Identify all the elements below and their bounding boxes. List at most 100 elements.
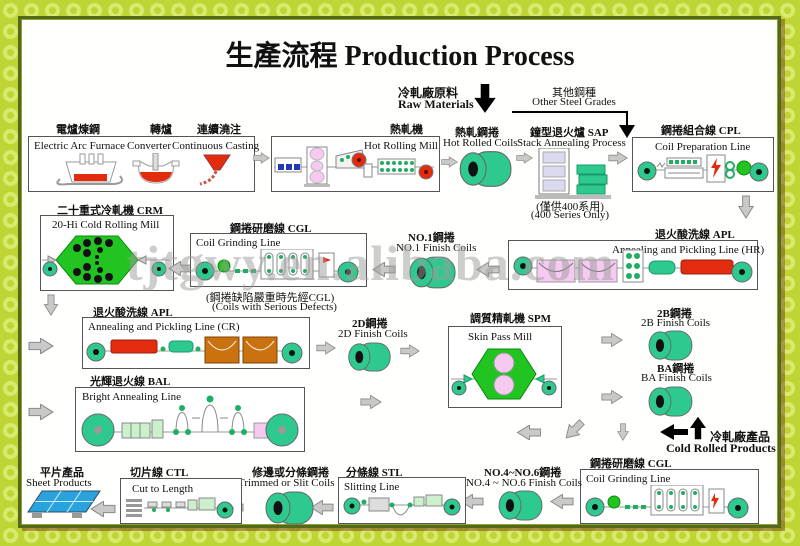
flow-arrow-left-icon xyxy=(90,501,116,517)
flow-arrow-left-icon xyxy=(372,262,396,277)
stl-box xyxy=(338,477,466,524)
cgl1-machines-icon xyxy=(193,248,363,283)
spm-label-zh: 調質精軋機 SPM xyxy=(470,313,551,325)
stl-machines-icon xyxy=(342,493,462,521)
converter-label-zh: 轉爐 xyxy=(150,124,172,136)
other-grades-arrowhead-icon xyxy=(619,125,635,138)
ba-coils-label-en: BA Finish Coils xyxy=(641,372,712,384)
flow-arrow-down-icon xyxy=(40,293,62,317)
watermark: tjtgwy.en.alibaba.com xyxy=(126,235,616,291)
apl-hr-label-en: Annealing and Pickling Line (HR) xyxy=(612,244,765,256)
bal-machines-icon xyxy=(78,392,300,448)
no46-coils-label-en: NO.4 ~ NO.6 Finish Coils xyxy=(466,477,582,489)
flow-arrow-right-icon xyxy=(400,344,420,358)
cgl1-label-en: Coil Grinding Line xyxy=(196,237,281,249)
no46-coils-label-zh: NO.4~NO.6鋼捲 xyxy=(484,467,562,479)
cold-rolled-products-label-zh: 冷軋廠產品 xyxy=(710,430,771,444)
melting-machines-icon xyxy=(32,152,250,189)
hot-rolled-coils-label-zh: 熱軋鋼捲 xyxy=(455,127,499,139)
flow-arrow-right-icon xyxy=(253,152,270,164)
flow-arrow-right-icon xyxy=(608,151,628,165)
apl-cr-label-en: Annealing and Pickling Line (CR) xyxy=(88,321,240,333)
page-title: 生產流程 Production Process xyxy=(225,41,575,72)
cold-rolled-left-arrow-icon xyxy=(660,424,688,440)
sheet-products-icon xyxy=(26,489,102,521)
cpl-label-zh: 鋼捲組合線 CPL xyxy=(661,125,741,137)
crm-machine-icon xyxy=(42,233,170,287)
flow-arrow-right-icon xyxy=(516,152,533,164)
sap-note-en: (400 Series Only) xyxy=(530,209,610,221)
apl-hr-label-zh: 退火酸洗線 APL xyxy=(655,229,735,241)
hot-rolling-mill-label-zh: 熱軋機 xyxy=(390,124,423,136)
spm-label-en: Skin Pass Mill xyxy=(468,331,533,343)
cgl2-label-en: Coil Grinding Line xyxy=(586,473,671,485)
ctl-label-zh: 切片線 CTL xyxy=(130,467,189,479)
casting-label-en: Continuous Casting xyxy=(172,140,260,152)
raw-materials-down-arrow-icon xyxy=(474,84,496,114)
cgl2-label-zh: 鋼捲研磨線 CGL xyxy=(590,458,672,470)
apl-hr-machines-icon xyxy=(511,248,753,286)
eaf-label-zh: 電爐煉鋼 xyxy=(56,124,100,136)
flow-arrow-left-icon xyxy=(516,425,542,440)
hot-rolled-coils-label-en: Hot Rolled Coils xyxy=(443,137,518,149)
sheet-products-label-en: Sheet Products xyxy=(26,477,92,489)
raw-materials-label-zh: 冷軋廠原料 xyxy=(398,86,459,100)
stl-label-en: Slitting Line xyxy=(344,481,400,493)
2b-coils-label-zh: 2B鋼捲 xyxy=(657,308,692,320)
cpl-label-en: Coil Preparation Line xyxy=(655,141,751,153)
apl-cr-label-zh: 退火酸洗線 APL xyxy=(93,307,173,319)
flow-arrow-left-icon xyxy=(460,494,484,509)
other-grades-connector-line xyxy=(512,111,628,113)
flow-arrow-right-icon xyxy=(441,156,458,168)
flow-arrow-left-icon xyxy=(550,494,574,509)
trimmed-coils-label-en: Trimmed or Slit Coils xyxy=(238,477,335,489)
cpl-box xyxy=(632,137,774,192)
crm-label-zh: 二十重式冷軋機 CRM xyxy=(57,205,164,217)
flow-arrow-right-icon xyxy=(601,390,623,404)
2d-coils-label-en: 2D Finish Coils xyxy=(338,328,408,340)
trimmed-coils-label-zh: 修邊或分條鋼捲 xyxy=(252,467,329,479)
crm-label-en: 20-Hi Cold Rolling Mill xyxy=(52,219,160,231)
hot-rolled-coil-icon xyxy=(458,150,512,188)
cpl-machines-icon xyxy=(635,153,769,187)
hot-rolling-mill-machines-icon xyxy=(274,146,434,188)
flow-arrow-left-icon xyxy=(310,500,334,515)
other-steel-grades-label-zh: 其他鋼種 xyxy=(552,87,596,99)
ba-coils-label-zh: BA鋼捲 xyxy=(657,363,695,375)
eaf-label-en: Electric Arc Furnace xyxy=(34,140,126,152)
hot-rolling-mill-label-en: Hot Rolling Mill xyxy=(364,140,438,152)
ba-coil-icon xyxy=(646,386,694,417)
bal-box xyxy=(75,387,305,452)
2b-coil-icon xyxy=(646,330,694,361)
stl-label-zh: 分條線 STL xyxy=(346,467,403,479)
cold-rolled-products-label-en: Cold Rolled Products xyxy=(666,441,776,455)
flow-arrow-right-icon xyxy=(28,338,54,354)
flow-arrow-left-icon xyxy=(476,262,500,277)
cgl1-label-zh: 鋼捲研磨線 CGL xyxy=(230,223,312,235)
flow-arrow-down-left-icon xyxy=(562,419,586,440)
2d-coil-icon xyxy=(346,342,392,372)
sap-label-zh: 鐘型退火爐 SAP xyxy=(530,127,609,139)
ctl-machines-icon xyxy=(124,496,236,520)
cgl1-note-zh: (鋼捲缺陷嚴重時先經CGL) xyxy=(206,292,335,304)
no1-coils-label-zh: NO.1鋼捲 xyxy=(408,232,455,244)
cold-rolled-up-arrow-icon xyxy=(690,414,706,442)
ctl-label-en: Cut to Length xyxy=(132,483,194,495)
cgl2-machines-icon xyxy=(583,484,753,519)
no1-coils-label-en: NO.1 Finish Coils xyxy=(396,242,477,254)
no46-coil-icon xyxy=(496,490,544,521)
apl-cr-machines-icon xyxy=(85,333,305,365)
casting-label-zh: 連續澆注 xyxy=(197,124,241,136)
cgl1-note-en: (Coils with Serious Defects) xyxy=(212,301,337,313)
converter-label-en: Converter xyxy=(127,140,171,152)
sap-note-zh: (僅供400系用) xyxy=(536,201,604,213)
trimmed-coil-icon xyxy=(264,491,314,525)
flow-arrow-right-icon xyxy=(28,404,54,420)
flow-arrow-down-icon xyxy=(734,195,758,219)
stack-annealing-icon xyxy=(535,147,611,200)
sap-label-en: Stack Annealing Process xyxy=(517,137,626,149)
flow-arrow-down-icon xyxy=(614,421,632,443)
raw-materials-label-en: Raw Materials xyxy=(398,97,474,111)
2b-coils-label-en: 2B Finish Coils xyxy=(641,317,711,329)
